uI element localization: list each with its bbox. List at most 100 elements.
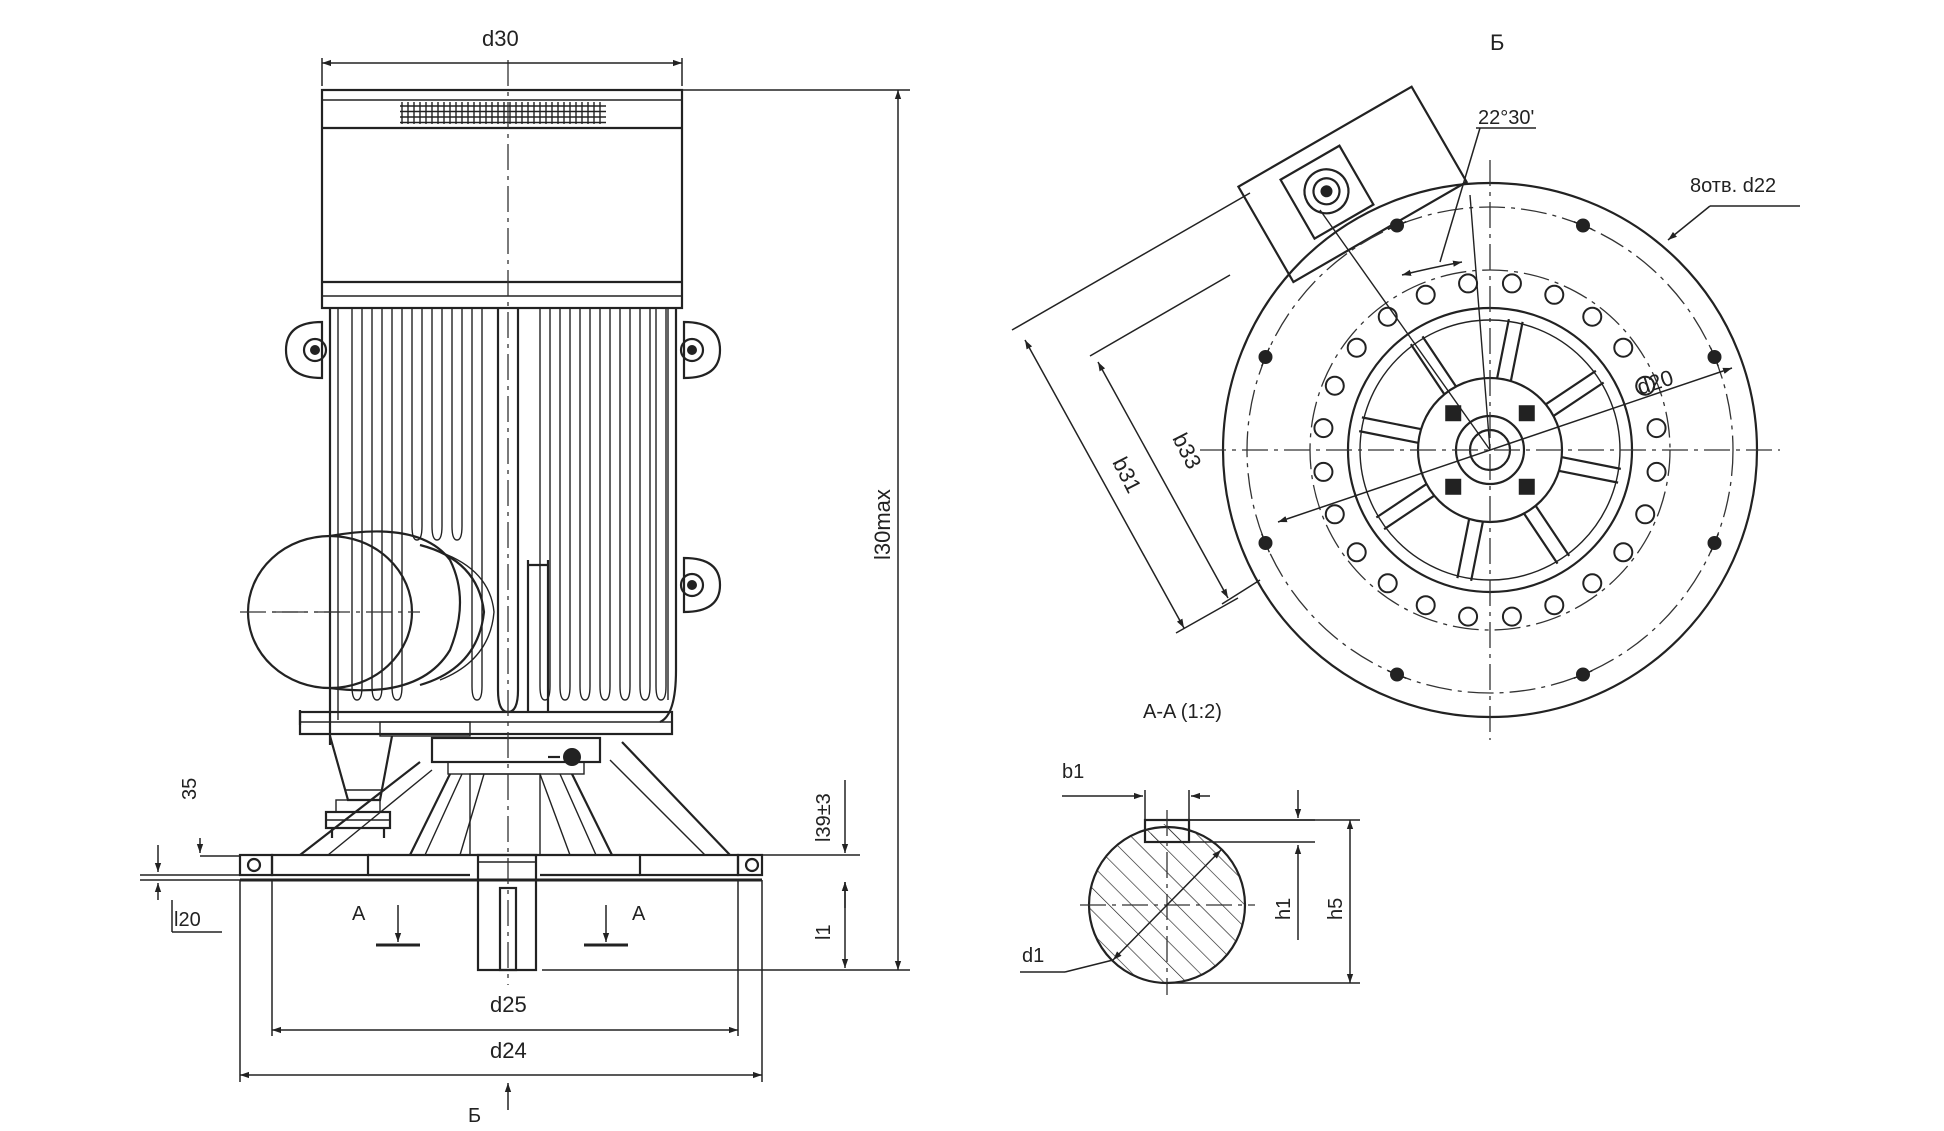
cooling-fin: [451, 308, 463, 541]
vent-hole: [1458, 273, 1479, 294]
fan-cowl: [320, 88, 684, 310]
label-l20: l20: [174, 909, 201, 931]
mounting-hole-mark: [1573, 221, 1593, 230]
label-d20: d20: [1634, 365, 1677, 400]
section-a-a: A-A (1:2) b1 h1: [1020, 701, 1360, 995]
front-view-motor: A A Б d30 l30max: [140, 26, 910, 1127]
vent-hole: [1377, 306, 1398, 327]
section-aa-title: A-A (1:2): [1143, 701, 1222, 723]
mounting-hole-mark: [1573, 670, 1593, 679]
label-d25: d25: [490, 992, 527, 1017]
cooling-fins: [351, 308, 667, 701]
section-a-label-left: A: [352, 903, 366, 925]
vent-hole: [1544, 595, 1565, 616]
dimension-d24: d24: [239, 880, 763, 1082]
dimension-d25: d25: [271, 880, 739, 1036]
vent-hole: [1646, 461, 1667, 482]
terminal-box: [246, 530, 495, 725]
vent-hole: [1377, 573, 1398, 594]
vent-hole: [1544, 284, 1565, 305]
vent-hole: [1346, 337, 1367, 358]
label-35: 35: [179, 778, 201, 800]
section-marker-left: A: [352, 903, 420, 947]
vent-hole: [1313, 461, 1334, 482]
view-b-arrow: Б: [468, 1083, 512, 1127]
label-holes: 8отв. d22: [1690, 175, 1776, 197]
mounting-hole-mark: [1261, 347, 1270, 367]
dimension-h5: h5: [1167, 819, 1360, 984]
cable-gland: [324, 735, 394, 838]
vent-hole: [1415, 284, 1436, 305]
vent-hole: [1613, 337, 1634, 358]
section-a-label-right: A: [632, 903, 646, 925]
label-l39: l39±3: [813, 793, 835, 842]
lifting-eye-top-right: [679, 320, 722, 380]
label-l1: l1: [813, 924, 835, 940]
vent-hole: [1582, 573, 1603, 594]
cooling-fin: [371, 308, 383, 701]
vent-hole: [1458, 606, 1479, 627]
label-d30: d30: [482, 26, 519, 51]
fan-spoke: [1409, 335, 1457, 395]
dimension-b31-b33: b31 b33: [1011, 192, 1261, 634]
vent-hole: [1501, 273, 1522, 294]
fan-spoke: [1375, 483, 1435, 531]
vent-hole: [1324, 504, 1345, 525]
cooling-fin: [599, 308, 611, 701]
label-h1: h1: [1273, 898, 1295, 920]
label-b33: b33: [1168, 429, 1207, 473]
dimension-d30: d30: [321, 26, 683, 86]
mounting-hole-mark: [1710, 347, 1719, 367]
hub-bolt: [1518, 405, 1535, 422]
lantern-housing: [299, 736, 731, 856]
hub-bolt: [1518, 478, 1535, 495]
mounting-hole-mark: [1710, 533, 1719, 553]
cooling-fin: [619, 308, 631, 701]
label-h5: h5: [1325, 898, 1347, 920]
dimension-angle: 22°30': [1319, 107, 1536, 451]
lifting-eye-lower-right: [679, 556, 722, 614]
base-flange: [238, 853, 764, 882]
fan-spoke: [1545, 369, 1605, 417]
mounting-hole-mark: [1387, 221, 1407, 230]
fan-spoke: [1523, 505, 1571, 565]
motor-shaft: [469, 773, 541, 972]
hub-bolt: [1445, 478, 1462, 495]
dimension-b1: b1: [1062, 761, 1210, 820]
dimension-35: 35: [179, 778, 240, 857]
label-d24: d24: [490, 1038, 527, 1063]
fan-spoke: [1456, 519, 1484, 582]
dimension-d1: d1: [1020, 849, 1222, 973]
vent-hole: [1613, 542, 1634, 563]
cooling-fin: [471, 308, 483, 701]
section-marker-right: A: [584, 903, 646, 947]
label-b1: b1: [1062, 761, 1084, 783]
dimension-l30max: l30max: [542, 89, 910, 971]
motor-body: [298, 308, 678, 745]
cooling-fin: [559, 308, 571, 701]
mounting-holes: [1258, 218, 1722, 682]
vent-hole: [1346, 542, 1367, 563]
cooling-fin: [539, 308, 551, 701]
dimension-l20: l20: [140, 845, 272, 933]
flange-terminal-box: [1236, 85, 1469, 284]
shaft-section: [1080, 810, 1255, 995]
cooling-fin: [655, 308, 667, 701]
cooling-fin: [391, 308, 403, 701]
label-d1: d1: [1022, 945, 1044, 967]
cooling-fin: [579, 308, 591, 701]
vent-hole: [1635, 504, 1656, 525]
cooling-fin: [411, 308, 423, 541]
cooling-fin: [431, 308, 443, 541]
dimension-l1: l1: [813, 882, 849, 968]
vent-hole: [1646, 418, 1667, 439]
cooling-fin: [639, 308, 651, 701]
vent-hole: [1501, 606, 1522, 627]
view-b-label: Б: [468, 1105, 481, 1127]
vent-hole: [1313, 418, 1334, 439]
lifting-eye-top-left: [284, 320, 328, 380]
vent-hole: [1415, 595, 1436, 616]
vent-hole: [1582, 306, 1603, 327]
view-b-title: Б: [1490, 30, 1504, 55]
